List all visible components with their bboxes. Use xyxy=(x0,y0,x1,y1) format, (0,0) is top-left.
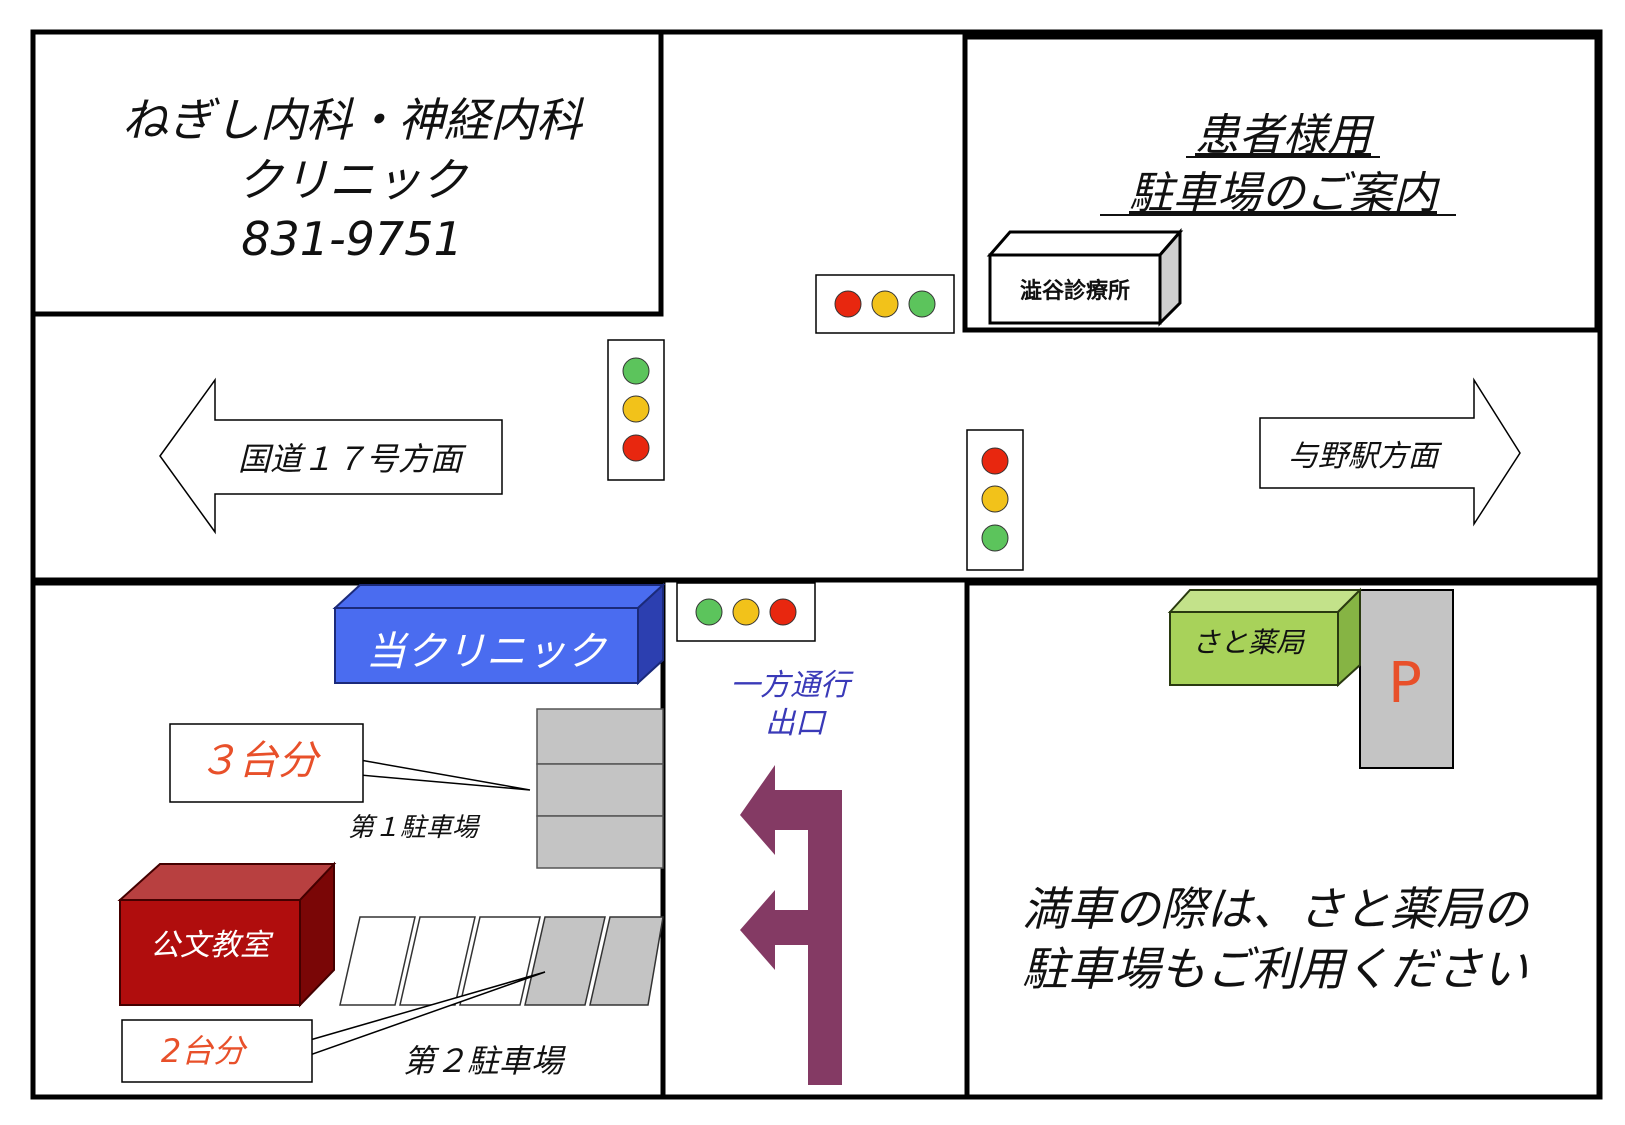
clinic-info-block xyxy=(30,29,664,317)
clinic-name-line2: クリニック xyxy=(237,153,469,207)
bottom-right-block xyxy=(964,580,1602,1100)
shibuya-clinic-label: 澁谷診療所 xyxy=(1020,278,1130,304)
parking-space xyxy=(536,763,664,817)
traffic-light-right xyxy=(966,429,1024,571)
traffic-light-top xyxy=(815,274,955,334)
overflow-notice: 満車の際は、さと薬局の 駐車場もご利用ください xyxy=(1022,882,1531,996)
lot1-label: 第１駐車場 xyxy=(348,813,481,843)
parking-lot-2 xyxy=(339,916,664,1006)
parking-space xyxy=(339,916,416,1006)
parking-space xyxy=(459,916,541,1006)
notice-line1: 満車の際は、さと薬局の xyxy=(1022,882,1531,936)
one-way-exit: 一方通行 出口 xyxy=(730,668,854,1085)
lot2-callout: 2台分 xyxy=(121,971,546,1083)
this-clinic-building: 当クリニック xyxy=(332,582,666,686)
one-way-label-line2: 出口 xyxy=(765,706,827,741)
light-red xyxy=(769,598,797,626)
light-green xyxy=(622,357,650,385)
pharmacy-label: さと薬局 xyxy=(1192,626,1306,659)
lot2-label: 第２駐車場 xyxy=(403,1042,566,1080)
light-green xyxy=(981,524,1009,552)
guide-title-underlines xyxy=(1100,156,1456,216)
direction-left-label: 国道１７号方面 xyxy=(238,440,467,478)
shibuya-clinic-building: 澁谷診療所 xyxy=(986,227,1184,327)
clinic-phone: 831-9751 xyxy=(241,212,462,266)
light-red xyxy=(981,447,1009,475)
parking-sign-icon: P xyxy=(1388,651,1422,716)
notice-line2: 駐車場もご利用ください xyxy=(1022,942,1528,996)
parking-space xyxy=(589,916,664,1006)
traffic-light-left xyxy=(607,339,665,481)
clinic-name-line1: ねぎし内科・神経内科 xyxy=(122,93,585,147)
parking-space xyxy=(536,815,664,869)
light-yellow xyxy=(622,395,650,423)
light-green xyxy=(908,290,936,318)
direction-right-arrow: 与野駅方面 xyxy=(1259,377,1521,527)
outer-frame xyxy=(30,29,1603,1100)
guide-title: 患者様用 駐車場のご案内 xyxy=(1129,110,1441,219)
this-clinic-label: 当クリニック xyxy=(366,629,608,675)
light-red xyxy=(834,290,862,318)
parking-space xyxy=(536,708,664,765)
lot2-count: 2台分 xyxy=(161,1032,248,1070)
pharmacy-parking: P xyxy=(1359,589,1454,769)
parking-space xyxy=(399,916,476,1006)
lot1-count: ３台分 xyxy=(198,738,321,784)
light-green xyxy=(695,598,723,626)
light-yellow xyxy=(981,485,1009,513)
parking-lot-1 xyxy=(536,708,664,869)
kumon-building: 公文教室 xyxy=(117,861,337,1008)
one-way-label-line1: 一方通行 xyxy=(730,668,854,703)
one-way-arrow-icon xyxy=(740,765,842,1085)
light-yellow xyxy=(871,290,899,318)
traffic-light-bottom xyxy=(676,582,816,642)
direction-right-label: 与野駅方面 xyxy=(1288,439,1443,474)
guide-title-line2: 駐車場のご案内 xyxy=(1129,168,1441,219)
light-red xyxy=(622,434,650,462)
direction-left-arrow: 国道１７号方面 xyxy=(159,377,503,535)
clinic-info: ねぎし内科・神経内科 クリニック 831-9751 xyxy=(122,93,585,266)
lot1-callout: ３台分 xyxy=(169,723,531,803)
pharmacy-building: さと薬局 xyxy=(1167,587,1363,688)
kumon-label: 公文教室 xyxy=(150,928,274,963)
guide-title-line1: 患者様用 xyxy=(1195,110,1375,161)
light-yellow xyxy=(732,598,760,626)
